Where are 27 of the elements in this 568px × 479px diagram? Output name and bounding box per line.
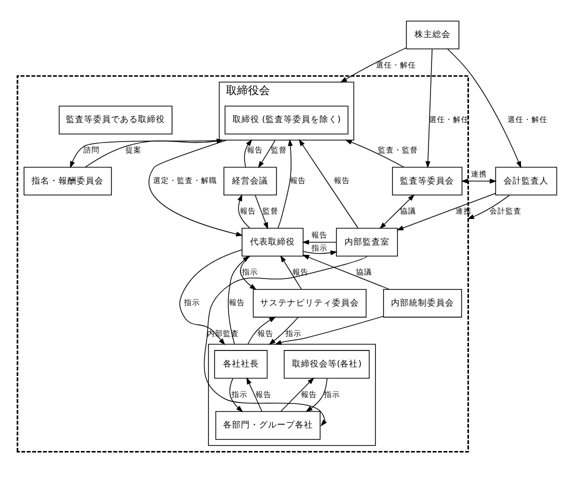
edge-label: 連携 bbox=[470, 169, 487, 178]
edge-label: 指示 bbox=[231, 390, 248, 399]
edge-label: 報告 bbox=[255, 390, 272, 399]
edge-label: 監督 bbox=[270, 146, 287, 155]
edge-label: 選任・解任 bbox=[507, 114, 548, 124]
edge-label: 選定・監査・解職 bbox=[152, 176, 217, 186]
edge-label: 会計監査 bbox=[489, 206, 522, 216]
edge-label: 監査・監督 bbox=[378, 146, 418, 155]
edge-label: 諮問 bbox=[84, 146, 100, 155]
edge-label: 指示 bbox=[312, 244, 328, 253]
edge-label: 報告 bbox=[334, 176, 350, 186]
edge-label: 報告 bbox=[240, 206, 256, 216]
edge-label: 指示 bbox=[184, 298, 200, 308]
edge-label: 選任・解任 bbox=[376, 60, 416, 70]
edge-label: 報告 bbox=[300, 390, 317, 399]
edge-label: 指示 bbox=[324, 390, 340, 399]
edge-label: 指示 bbox=[285, 328, 302, 338]
edge-label: 報告 bbox=[290, 176, 306, 186]
edge-label: 協議 bbox=[356, 268, 372, 277]
edge-label: 監督 bbox=[262, 206, 278, 216]
edge-label: 報告 bbox=[246, 146, 263, 155]
edge-label: 報告 bbox=[229, 298, 246, 308]
edge-label: 報告 bbox=[258, 328, 274, 338]
edge-label: 協議 bbox=[400, 206, 416, 216]
edge-label: 提案 bbox=[125, 146, 142, 155]
edge-label: 報告 bbox=[312, 230, 328, 240]
edge-label: 指示 bbox=[242, 268, 258, 277]
